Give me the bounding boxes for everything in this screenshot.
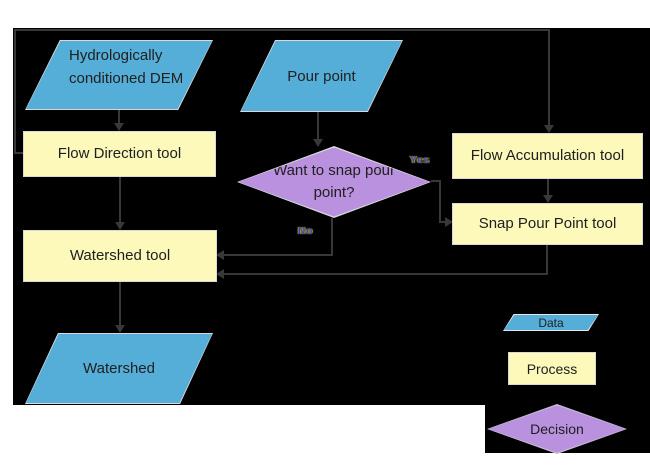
node-label: Snap Pour Point tool xyxy=(478,215,617,232)
edge-label-no: No xyxy=(298,226,314,237)
node-snap-pour-point-tool: Snap Pour Point tool xyxy=(452,203,643,245)
legend-label: Process xyxy=(526,360,578,377)
node-label: Want to snap pour point? xyxy=(272,162,395,201)
data-parallelogram: Data xyxy=(504,315,598,330)
legend-label: Decision xyxy=(530,421,584,437)
edge-label-yes: Yes xyxy=(410,155,431,166)
legend-process-shape: Process xyxy=(508,352,596,385)
node-watershed-output: Watershed xyxy=(25,333,213,404)
node-flow-direction-tool: Flow Direction tool xyxy=(23,131,216,177)
node-hydrologically-conditioned-dem: Hydrologically conditioned DEM xyxy=(25,40,213,110)
node-label: Flow Direction tool xyxy=(57,145,182,162)
node-label: Hydrologically conditioned DEM xyxy=(69,47,184,87)
data-parallelogram: Watershed xyxy=(26,334,212,403)
node-flow-accumulation-tool: Flow Accumulation tool xyxy=(452,133,643,179)
legend-label: Data xyxy=(538,315,564,330)
data-parallelogram: Hydrologically conditioned DEM xyxy=(26,41,212,109)
node-label: Watershed tool xyxy=(69,247,171,264)
node-watershed-tool: Watershed tool xyxy=(23,230,217,282)
node-label: Flow Accumulation tool xyxy=(470,147,625,164)
node-label: Watershed xyxy=(83,360,155,377)
legend-data-shape: Data xyxy=(503,314,599,331)
node-label: Pour point xyxy=(287,67,356,85)
